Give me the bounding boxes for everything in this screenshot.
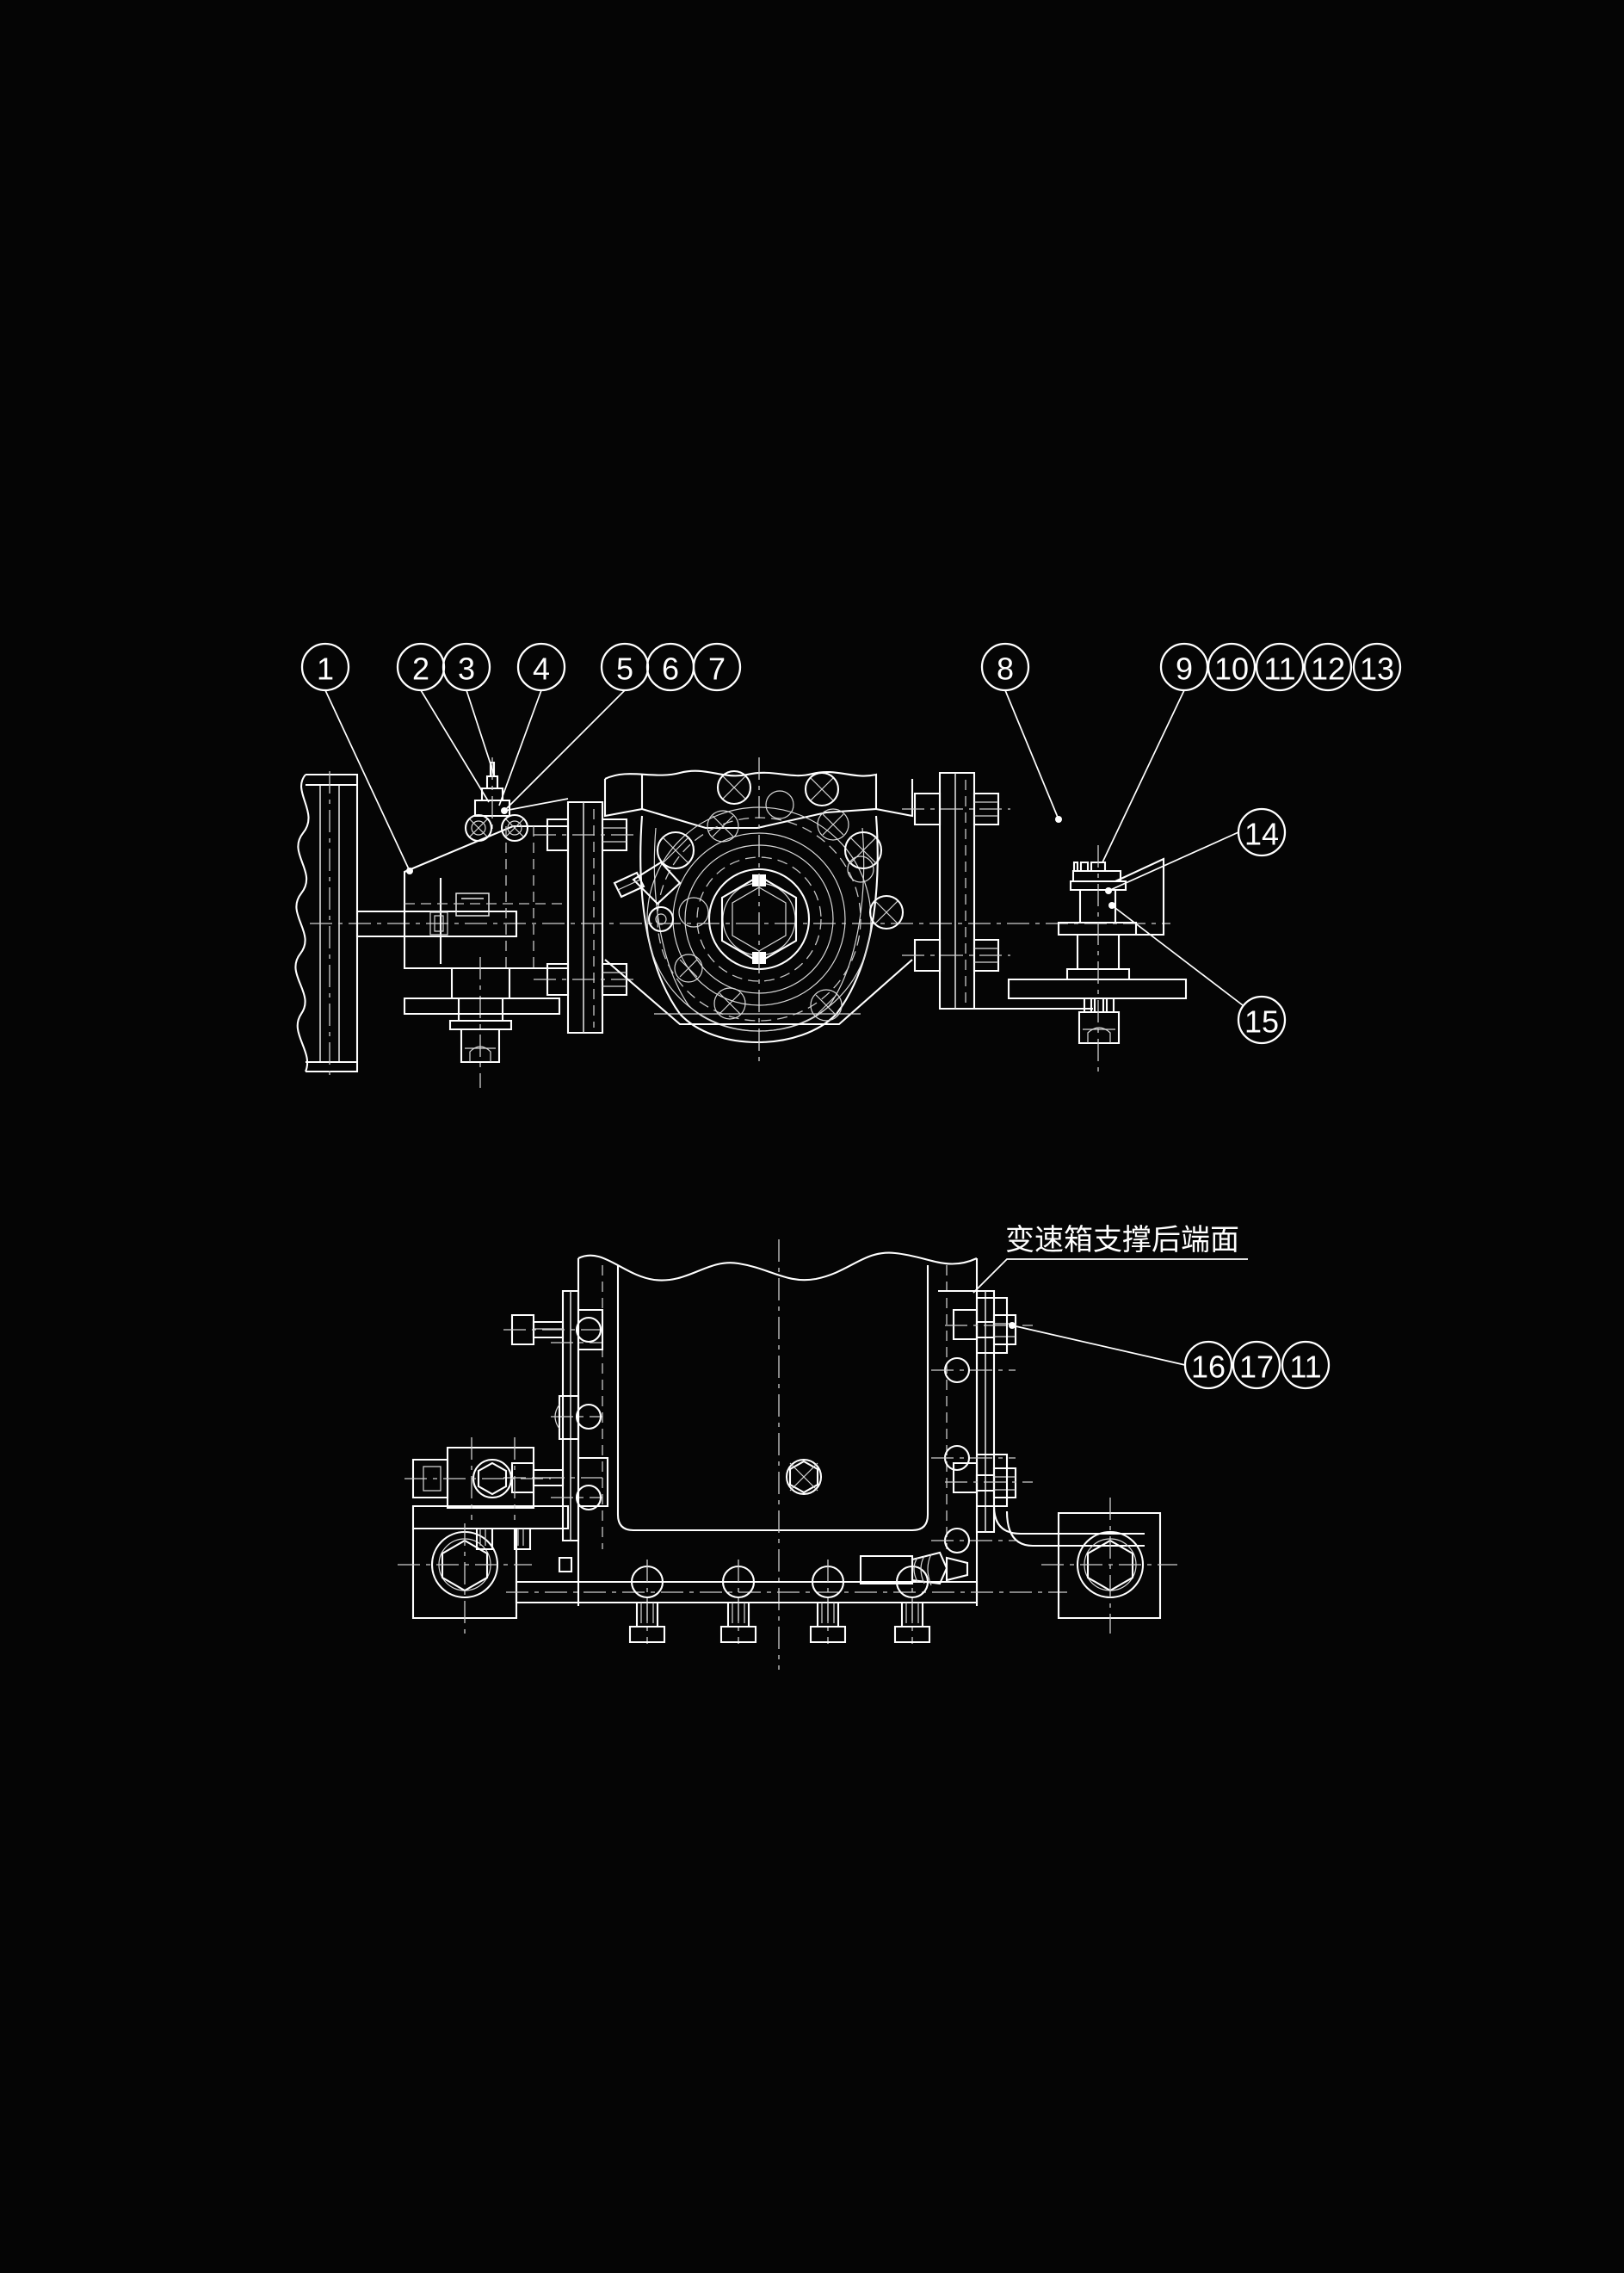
balloon-14[interactable]: 14 — [1237, 807, 1287, 857]
right-flange-plate — [902, 771, 1093, 1010]
balloon-17-label: 17 — [1239, 1350, 1274, 1385]
balloon-14-label: 14 — [1244, 817, 1279, 852]
balloon-12[interactable]: 12 — [1303, 642, 1353, 692]
balloon-13-label: 13 — [1360, 652, 1394, 687]
balloon-9-label: 9 — [1176, 652, 1193, 687]
left-mount-bracket — [403, 757, 570, 1088]
gearbox-right-mount-pad — [1041, 1498, 1177, 1634]
balloon-4[interactable]: 4 — [516, 642, 566, 692]
balloon-8-label: 8 — [997, 652, 1014, 687]
balloon-7[interactable]: 7 — [692, 642, 742, 692]
balloon-6-label: 6 — [662, 652, 679, 687]
gearbox-left-flange-rail — [503, 1289, 609, 1573]
right-bushing-assembly — [1007, 845, 1188, 1074]
balloon-15-label: 15 — [1244, 1004, 1279, 1040]
balloon-11[interactable]: 11 — [1255, 642, 1305, 692]
left-flange-plate — [534, 800, 639, 1035]
gearbox-aux-block — [404, 1437, 551, 1520]
gearbox-bottom-flange — [506, 1560, 1067, 1644]
balloon-11-label: 11 — [1263, 652, 1295, 687]
balloon-8[interactable]: 8 — [980, 642, 1030, 692]
balloon-13[interactable]: 13 — [1352, 642, 1402, 692]
balloon-6[interactable]: 6 — [645, 642, 695, 692]
balloon-2[interactable]: 2 — [396, 642, 446, 692]
balloon-7-label: 7 — [708, 652, 726, 687]
balloon-1[interactable]: 1 — [300, 642, 350, 692]
gearbox-top-break — [577, 1251, 978, 1282]
balloon-12-label: 12 — [1311, 652, 1345, 687]
gearbox-rear-face-note: 变速箱支撑后端面 — [1005, 1223, 1239, 1257]
balloon-4-label: 4 — [533, 652, 550, 687]
balloon-3-label: 3 — [458, 652, 475, 687]
balloon-17[interactable]: 17 — [1232, 1340, 1281, 1390]
balloon-16[interactable]: 16 — [1183, 1340, 1233, 1390]
balloon-10-label: 10 — [1214, 652, 1249, 687]
balloon-11-lower-label: 11 — [1289, 1350, 1321, 1385]
upper-view-axle-assembly — [294, 757, 1188, 1088]
gearbox-drain-fitting — [859, 1551, 969, 1586]
leader-lines — [324, 689, 1248, 1366]
balloon-5[interactable]: 5 — [600, 642, 650, 692]
balloon-9[interactable]: 9 — [1159, 642, 1209, 692]
balloon-2-label: 2 — [412, 652, 429, 687]
gearbox-center-plug — [785, 1458, 823, 1496]
left-axle-shaft — [355, 910, 518, 938]
balloon-15[interactable]: 15 — [1237, 995, 1287, 1045]
carrier-bolt-head — [656, 769, 905, 1022]
balloon-5-label: 5 — [616, 652, 633, 687]
gearbox-left-mount-pad — [398, 1504, 570, 1634]
balloon-11-lower[interactable]: 11 — [1281, 1340, 1331, 1390]
gearbox-inner-cavity — [616, 1265, 929, 1532]
balloon-10[interactable]: 10 — [1207, 642, 1257, 692]
balloon-group[interactable]: 1 2 3 4 5 6 7 — [300, 642, 1402, 1390]
balloon-3[interactable]: 3 — [442, 642, 491, 692]
balloon-16-label: 16 — [1191, 1350, 1226, 1385]
differential-carrier — [603, 757, 914, 1063]
lower-view-gearbox — [398, 1239, 1177, 1670]
balloon-1-label: 1 — [317, 652, 334, 687]
